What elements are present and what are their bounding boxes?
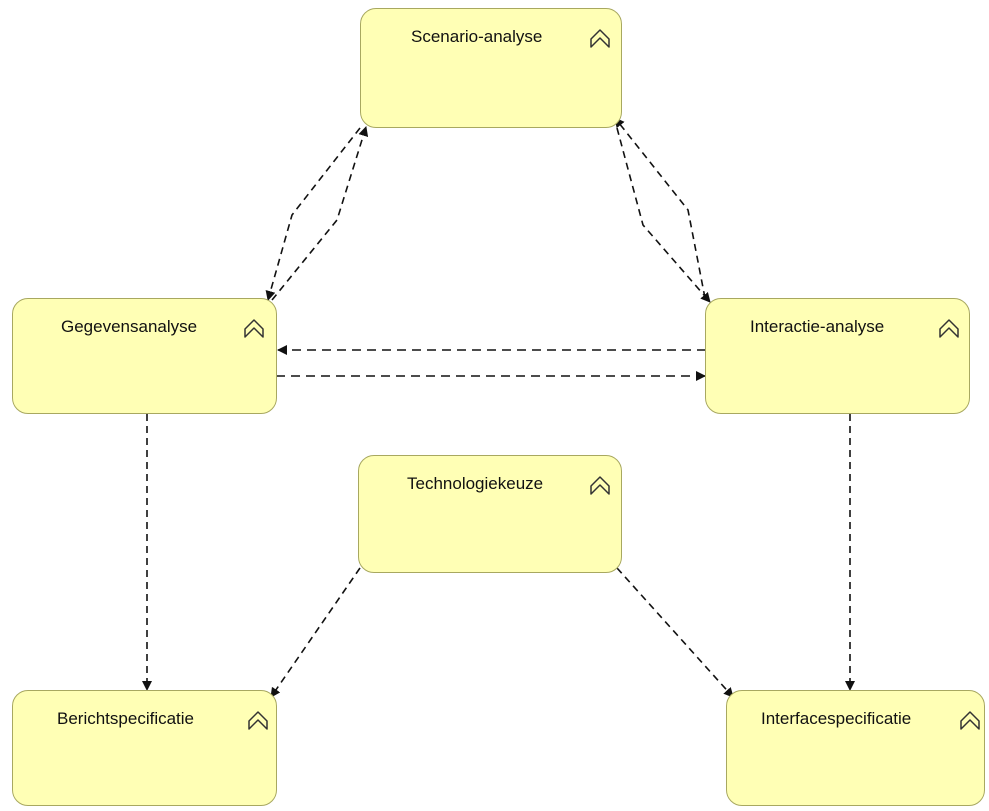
node-berichtspecificatie[interactable]: Berichtspecificatie — [12, 690, 277, 806]
edge-gegevens-to-scenario — [271, 126, 369, 301]
node-label: Berichtspecificatie — [57, 709, 195, 728]
node-label: Interfacespecificatie — [761, 709, 912, 728]
process-chevron-icon — [939, 319, 959, 338]
node-label: Technologiekeuze — [407, 474, 544, 493]
edge-technologie-to-bericht — [270, 567, 361, 698]
node-gegevensanalyse[interactable]: Gegevensanalyse — [12, 298, 277, 414]
edge-scenario-to-interactie — [616, 127, 711, 303]
edge-scenario-to-gegevens — [265, 127, 361, 301]
process-chevron-icon — [960, 711, 980, 730]
node-label: Scenario-analyse — [411, 27, 543, 46]
node-interfacespecificatie[interactable]: Interfacespecificatie — [726, 690, 985, 806]
process-chevron-icon — [248, 711, 268, 730]
process-chevron-icon — [590, 476, 610, 495]
node-interactie-analyse[interactable]: Interactie-analyse — [705, 298, 970, 414]
node-label: Gegevensanalyse — [61, 317, 198, 336]
edge-technologie-to-interface — [616, 567, 734, 698]
process-chevron-icon — [590, 29, 610, 48]
process-chevron-icon — [244, 319, 264, 338]
node-scenario-analyse[interactable]: Scenario-analyse — [360, 8, 622, 128]
edge-interactie-to-scenario — [614, 117, 706, 299]
node-technologiekeuze[interactable]: Technologiekeuze — [358, 455, 622, 573]
node-label: Interactie-analyse — [750, 317, 885, 336]
